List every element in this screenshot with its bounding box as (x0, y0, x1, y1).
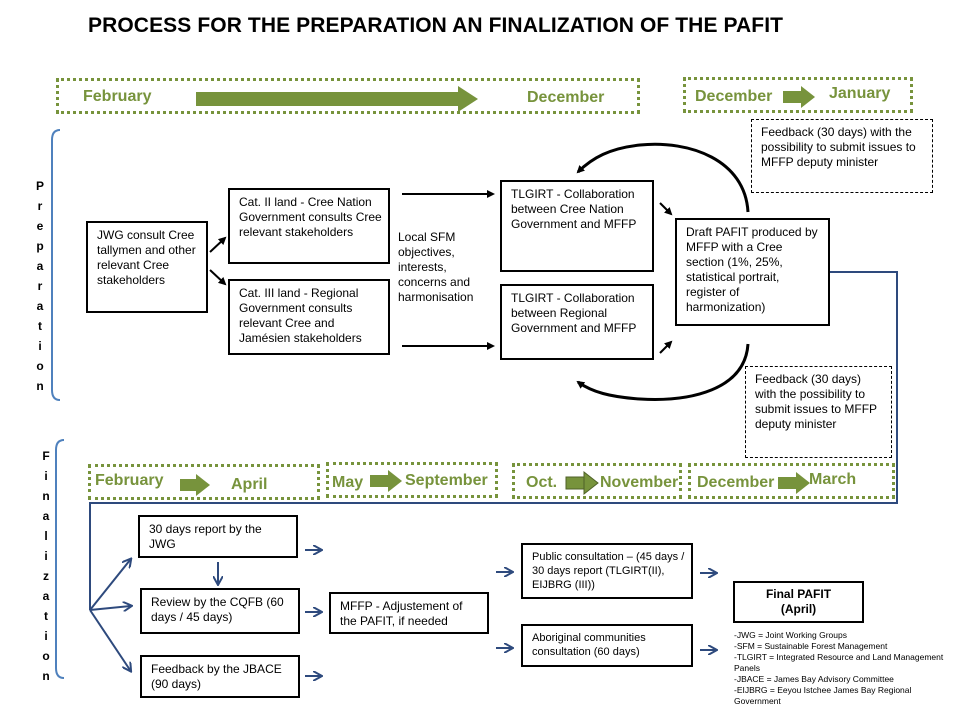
timeline-label-start: February (83, 88, 152, 105)
preparation-letter: P (35, 179, 44, 193)
final-pafit-title: Final PAFIT (765, 587, 832, 601)
preparation-letter: n (36, 379, 44, 393)
final-pafit-box: Final PAFIT (April) (733, 581, 864, 623)
timeline-finalization-1: February April (88, 464, 320, 500)
timeline-feedback: December January (683, 77, 913, 113)
cqfb-review-box: Review by the CQFB (60 days / 45 days) (140, 588, 300, 634)
jwg-report-box: 30 days report by the JWG (138, 515, 298, 558)
legend-item: -EIJBRG = Eeyou Istchee James Bay Region… (734, 685, 912, 706)
finalization-letter: z (43, 569, 49, 583)
legend-item: -TLGIRT = Integrated Resource and Land M… (734, 652, 944, 673)
preparation-letter: o (36, 359, 44, 373)
timeline-arrow-fin2 (370, 470, 402, 492)
preparation-letter: a (36, 259, 44, 273)
timeline-label-end: April (231, 476, 268, 493)
finalization-letter: a (42, 509, 50, 523)
finalization-letter: i (44, 629, 48, 643)
timeline-label-start: December (695, 88, 773, 105)
timeline-label-end: September (405, 472, 488, 489)
timeline-arrow-fin1 (180, 474, 210, 496)
mffp-adjustment-box: MFFP - Adjustement of the PAFIT, if need… (329, 592, 489, 634)
finalization-letter: n (42, 489, 50, 503)
preparation-letter: t (38, 319, 42, 333)
cat2-land-box: Cat. II land - Cree Nation Government co… (228, 188, 390, 264)
preparation-letter: i (38, 339, 42, 353)
local-sfm-text: Local SFM objectives, interests, concern… (398, 230, 474, 304)
timeline-label-end: November (600, 474, 679, 491)
draft-to-finalization-connector (89, 271, 898, 610)
finalization-letter: t (44, 609, 48, 623)
finalization-letter: i (44, 469, 48, 483)
jbace-feedback-box: Feedback by the JBACE (90 days) (140, 655, 300, 698)
feedback-bottom-box: Feedback (30 days) with the possibility … (745, 366, 892, 458)
timeline-finalization-3: Oct. November (512, 463, 682, 499)
timeline-arrow-feedback (783, 86, 815, 108)
timeline-label-start: May (332, 474, 364, 491)
finalization-letter: F (42, 449, 50, 463)
tlgirt-cree-box: TLGIRT - Collaboration between Cree Nati… (500, 180, 654, 272)
tlgirt-regional-box: TLGIRT - Collaboration between Regional … (500, 284, 654, 360)
finalization-letter: o (42, 649, 50, 663)
jwg-consult-box: JWG consult Cree tallymen and other rele… (86, 221, 208, 313)
finalization-letter: l (44, 529, 48, 543)
final-pafit-date: (April) (780, 602, 817, 616)
preparation-letter: r (37, 199, 43, 213)
timeline-label-start: Oct. (526, 474, 558, 491)
preparation-letter: p (36, 239, 44, 253)
timeline-finalization-2: May September (326, 462, 498, 498)
timeline-label-end: March (809, 471, 857, 488)
timeline-finalization-4: December March (688, 463, 895, 499)
finalization-letter: i (44, 549, 48, 563)
page-title: PROCESS FOR THE PREPARATION AN FINALIZAT… (88, 14, 784, 37)
preparation-letter: a (36, 299, 44, 313)
public-consultation-box: Public consultation – (45 days / 30 days… (521, 543, 693, 599)
legend-item: -SFM = Sustainable Forest Management (734, 641, 888, 651)
finalization-bracket (55, 439, 65, 679)
aboriginal-consultation-box: Aboriginal communities consultation (60 … (521, 624, 693, 667)
timeline-label-start: December (697, 474, 775, 491)
timeline-arrow-fin4 (778, 472, 810, 494)
timeline-preparation: February December (56, 78, 640, 114)
preparation-bracket (51, 129, 61, 401)
timeline-label-start: February (95, 472, 164, 489)
finalization-letter: n (42, 669, 50, 683)
acronym-legend: -JWG = Joint Working Groups -SFM = Susta… (734, 630, 954, 707)
cat3-land-box: Cat. III land - Regional Government cons… (228, 279, 390, 355)
timeline-label-end: December (527, 89, 605, 106)
legend-item: -JBACE = James Bay Advisory Committee (734, 674, 894, 684)
feedback-top-box: Feedback (30 days) with the possibility … (751, 119, 933, 193)
timeline-arrow-fin3 (565, 470, 599, 496)
feedback-loop-bottom (576, 343, 750, 401)
draft-pafit-box: Draft PAFIT produced by MFFP with a Cree… (675, 218, 830, 326)
finalization-letter: a (42, 589, 50, 603)
feedback-loop-top (576, 142, 750, 213)
legend-item: -JWG = Joint Working Groups (734, 630, 847, 640)
timeline-label-end: January (829, 85, 891, 102)
timeline-arrow-prep (196, 86, 478, 112)
preparation-letter: e (36, 219, 44, 233)
preparation-letter: r (37, 279, 43, 293)
